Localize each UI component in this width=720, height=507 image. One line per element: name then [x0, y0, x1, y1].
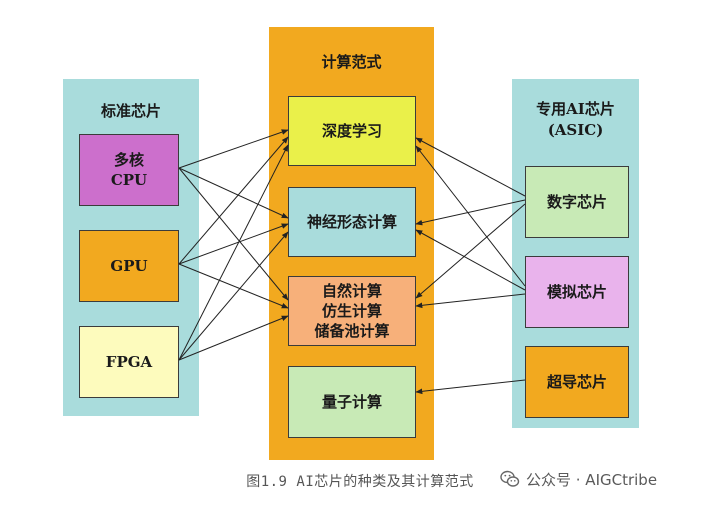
box-label: GPU: [110, 257, 148, 275]
watermark: 公众号 · AIGCtribe: [498, 468, 658, 490]
computing-paradigm-title: 计算范式: [321, 53, 382, 71]
asic-chips-title: 专用AI芯片 (ASIC): [512, 99, 639, 141]
asic-title-line-1: 专用AI芯片: [536, 100, 615, 118]
box-label: 模拟芯片: [546, 283, 607, 301]
box-label: 仿生计算: [321, 302, 382, 320]
digital-chip-box: 数字芯片: [525, 166, 629, 238]
neuromorphic-computing-box: 神经形态计算: [288, 187, 416, 257]
box-label: 超导芯片: [546, 373, 607, 391]
analog-chip-box: 模拟芯片: [525, 256, 629, 328]
natural-computing-box: 自然计算 仿生计算 储备池计算: [288, 276, 416, 346]
quantum-computing-box: 量子计算: [288, 366, 416, 438]
box-label: 深度学习: [321, 122, 382, 140]
watermark-text: 公众号 · AIGCtribe: [526, 470, 658, 489]
asic-title-line-2: (ASIC): [547, 121, 604, 139]
multicore-cpu-box: 多核 CPU: [79, 134, 179, 206]
box-label: 量子计算: [321, 393, 382, 411]
box-label: 神经形态计算: [306, 213, 397, 231]
box-label: 多核: [113, 151, 144, 169]
box-label: 数字芯片: [546, 193, 607, 211]
box-label: 自然计算: [321, 282, 382, 300]
deep-learning-box: 深度学习: [288, 96, 416, 166]
superconducting-chip-box: 超导芯片: [525, 346, 629, 418]
figure-caption: 图1.9 AI芯片的种类及其计算范式: [246, 474, 474, 490]
gpu-box: GPU: [79, 230, 179, 302]
box-label: FPGA: [105, 353, 153, 371]
fpga-box: FPGA: [79, 326, 179, 398]
box-label: CPU: [110, 171, 148, 189]
wechat-icon: [500, 470, 520, 487]
standard-chips-title: 标准芯片: [100, 102, 161, 120]
box-label: 储备池计算: [314, 322, 390, 340]
